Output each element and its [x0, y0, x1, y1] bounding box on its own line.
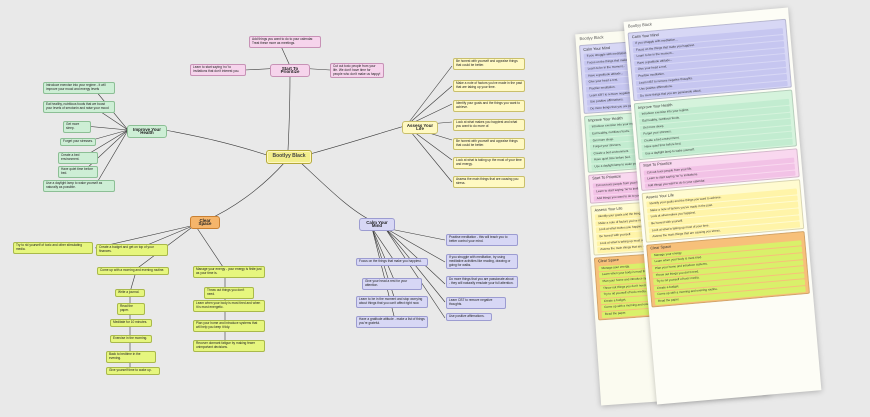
node-space-bedtime[interactable]: Back to bedtime in the evening.: [106, 351, 156, 363]
node-mind-focus[interactable]: Focus on the things that make you happie…: [356, 258, 428, 266]
node-space-body-tired[interactable]: Learn when your body is most tired and w…: [193, 300, 265, 312]
node-mind-meditation[interactable]: Practise meditation - this will teach yo…: [446, 234, 518, 246]
central-topic[interactable]: Bootlyy Black: [266, 150, 312, 164]
node-calm-your-mind[interactable]: Calm Your Mind: [359, 218, 395, 231]
node-space-throw-out[interactable]: Throw out things you don't need.: [204, 287, 254, 299]
node-mind-passion[interactable]: Do more things that you are passionate a…: [446, 276, 518, 288]
node-space-routine[interactable]: Come up with a morning and evening routi…: [97, 267, 169, 275]
node-health-bed-env[interactable]: Create a bed environment.: [58, 152, 98, 164]
node-health-stresses[interactable]: Forget your stresses.: [60, 138, 96, 146]
node-space-home-systems[interactable]: Plan your home and introduce systems tha…: [193, 320, 265, 332]
node-improve-your-health[interactable]: Improve Your Health: [127, 125, 167, 138]
node-mind-meditative-activities[interactable]: If you struggle with meditation, try usi…: [446, 254, 518, 270]
node-mind-head-rest[interactable]: Give your head a rest for your attention…: [362, 278, 422, 290]
node-space-wake-up[interactable]: Give yourself time to wake up.: [106, 367, 160, 375]
node-space-journal[interactable]: Write a journal.: [115, 289, 145, 297]
node-life-goals[interactable]: Identify your goals and the things you w…: [453, 100, 525, 112]
node-life-factors[interactable]: Make a note of factors you've made in th…: [453, 80, 525, 92]
node-health-sleep[interactable]: Get more sleep.: [63, 121, 91, 133]
node-start-to-prioritize[interactable]: Start To Prioritize: [270, 64, 310, 77]
node-mind-moment[interactable]: Learn to be in the moment and stop worry…: [356, 296, 428, 308]
node-life-honest-1[interactable]: Be honest with yourself and appraise thi…: [453, 58, 525, 70]
node-space-meditate[interactable]: Meditate for 10 minutes.: [110, 319, 152, 327]
mind-map: Bootlyy Black Start To Prioritize Add th…: [13, 36, 525, 375]
node-mind-gratitude[interactable]: Have a gratitude attitude - make a list …: [356, 316, 428, 328]
node-space-paper[interactable]: Read the paper.: [117, 303, 145, 315]
node-life-happiest[interactable]: Look at what makes you happiest and what…: [453, 119, 525, 131]
node-health-exercise[interactable]: Introduce exercise into your regime - it…: [43, 82, 115, 94]
node-space-decisions[interactable]: Recover dormant fatigue by making fewer …: [193, 340, 265, 352]
node-space-budget[interactable]: Create a budget and get on top of your f…: [96, 244, 168, 256]
node-mind-cbt[interactable]: Learn CBT to remove negative thoughts.: [446, 297, 506, 309]
node-life-time-energy[interactable]: Look at what is taking up the most of yo…: [453, 157, 525, 169]
node-priorities-calendar[interactable]: Add things you want to do to your calend…: [249, 36, 321, 48]
node-space-exercise[interactable]: Exercise in the morning.: [110, 335, 152, 343]
node-life-stress[interactable]: Assess the main things that are causing …: [453, 176, 525, 188]
node-space-energy[interactable]: Manage your energy - your energy is fini…: [193, 266, 265, 278]
node-health-food[interactable]: Eat healthy, nutritious foods that we bo…: [43, 101, 115, 113]
node-health-daylight-lamp[interactable]: Use a daylight lamp to wake yourself as …: [43, 180, 115, 192]
node-clear-space[interactable]: Clear Space: [190, 216, 220, 229]
node-priorities-say-no[interactable]: Learn to start saying 'no' to invitation…: [190, 64, 246, 76]
node-priorities-toxic-people[interactable]: Cut out toxic people from your life. We …: [330, 63, 384, 79]
node-space-toxic-media[interactable]: Try to rid yourself of toxic and other s…: [13, 242, 93, 254]
node-life-honest-2[interactable]: Be honest with yourself and appraise thi…: [453, 138, 525, 150]
node-mind-affirmations[interactable]: Use positive affirmations.: [446, 313, 492, 321]
node-health-quiet-time[interactable]: Have quiet time before bed.: [58, 166, 98, 178]
node-assess-your-life[interactable]: Assess Your Life: [402, 121, 438, 134]
